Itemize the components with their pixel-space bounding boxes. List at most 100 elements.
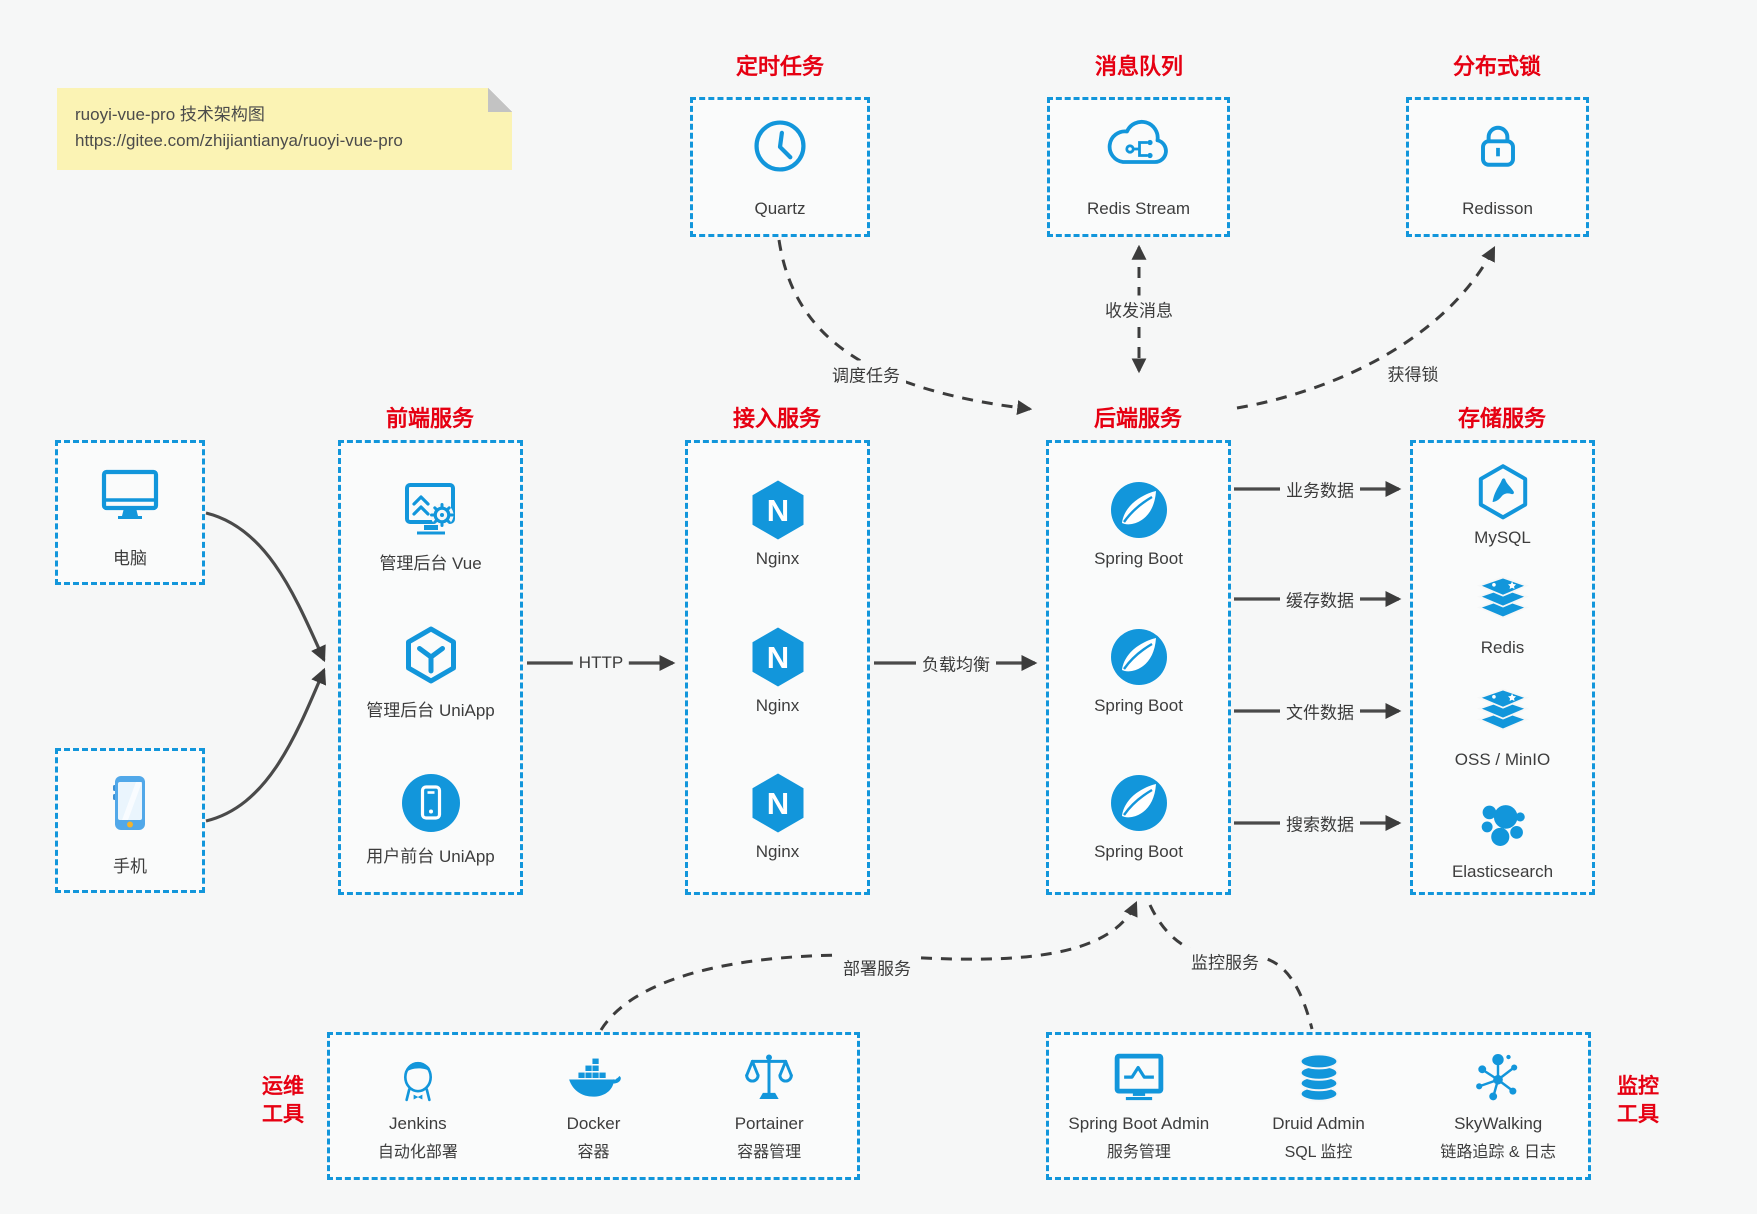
edge-label-business-data: 业务数据 [1280, 475, 1360, 503]
node-label-portainer: Portainer [734, 1114, 804, 1133]
spring-boot-admin-icon [1114, 1053, 1164, 1101]
elasticsearch-icon [1481, 805, 1525, 846]
node-nginx-2: N Nginx [688, 625, 867, 716]
monitor-title-line2: 工具 [1617, 1103, 1659, 1126]
edge-label-monitor-service: 监控服务 [1185, 947, 1265, 975]
box-redis-stream: Redis Stream [1047, 97, 1230, 237]
nginx-icon: N [752, 480, 803, 540]
lock-icon [1480, 125, 1515, 167]
edge-label-search-data: 搜索数据 [1280, 809, 1360, 837]
edge-label-acquire-lock: 获得锁 [1381, 359, 1445, 387]
uniapp-icon [405, 626, 456, 684]
jenkins-icon [403, 1061, 432, 1102]
node-sublabel-spring-boot-admin: 服务管理 [1106, 1144, 1171, 1161]
edge-label-message-exchange: 收发消息 [1099, 295, 1179, 323]
node-label-nginx-3: Nginx [755, 842, 800, 861]
mysql-icon [1478, 464, 1527, 520]
node-druid-admin: Druid Admin SQL 监控 [1229, 1050, 1409, 1162]
node-nginx-3: N Nginx [688, 771, 867, 862]
node-docker: Docker 容器 [506, 1050, 682, 1162]
node-label-oss-minio: OSS / MinIO [1454, 750, 1551, 769]
box-storage-services: MySQL Redis [1410, 440, 1595, 895]
box-phone-client: 手机 [55, 748, 205, 893]
box-desktop-client: 电脑 [55, 440, 205, 585]
node-spring-boot-3: Spring Boot [1049, 771, 1228, 862]
edge-label-deploy-service: 部署服务 [837, 953, 917, 981]
edge-label-file-data: 文件数据 [1280, 697, 1360, 725]
oss-icon [1476, 688, 1529, 731]
node-nginx-1: N Nginx [688, 478, 867, 569]
group-title-distributed-lock: 分布式锁 [1452, 54, 1542, 79]
arrow-desktop-to-frontend [205, 511, 326, 663]
edge-label-load-balance: 负载均衡 [916, 649, 996, 677]
nginx-icon: N [752, 627, 803, 687]
node-user-uniapp: 用户前台 UniApp [341, 771, 520, 867]
node-label-skywalking: SkyWalking [1454, 1114, 1543, 1133]
spring-icon [1110, 629, 1167, 685]
ops-title-line1: 运维 [262, 1075, 304, 1098]
group-title-ops-tools: 运维 工具 [262, 1073, 304, 1129]
phone-icon [113, 776, 145, 830]
node-spring-boot-admin: Spring Boot Admin 服务管理 [1049, 1050, 1229, 1162]
docker-icon [568, 1058, 621, 1097]
sticky-note: ruoyi-vue-pro 技术架构图 https://gitee.com/zh… [57, 88, 512, 170]
node-portainer: Portainer 容器管理 [681, 1050, 857, 1162]
group-title-backend: 后端服务 [1093, 406, 1183, 431]
node-label-elasticsearch: Elasticsearch [1451, 862, 1554, 881]
node-sublabel-jenkins: 自动化部署 [377, 1144, 458, 1161]
node-label-user-uniapp: 用户前台 UniApp [366, 847, 495, 866]
edge-label-cache-data: 缓存数据 [1280, 585, 1360, 613]
group-title-monitor-tools: 监控 工具 [1617, 1073, 1659, 1129]
node-label-redis: Redis [1480, 638, 1525, 657]
svg-text:N: N [766, 493, 788, 528]
node-label-jenkins: Jenkins [389, 1114, 447, 1133]
node-label-spring-3: Spring Boot [1094, 842, 1183, 861]
node-spring-boot-2: Spring Boot [1049, 625, 1228, 716]
node-label-docker: Docker [566, 1114, 621, 1133]
spring-icon [1110, 775, 1167, 831]
node-label-spring-2: Spring Boot [1094, 696, 1183, 715]
node-skywalking: SkyWalking 链路追踪 & 日志 [1408, 1050, 1588, 1162]
box-quartz: Quartz [690, 97, 870, 237]
node-label-desktop: 电脑 [113, 549, 147, 568]
skywalking-icon [1476, 1053, 1518, 1101]
node-oss-minio: OSS / MinIO [1413, 685, 1592, 770]
group-title-storage: 存储服务 [1457, 406, 1547, 431]
admin-vue-icon [404, 483, 455, 535]
node-label-phone: 手机 [113, 857, 147, 876]
node-jenkins: Jenkins 自动化部署 [330, 1050, 506, 1162]
note-url: https://gitee.com/zhijiantianya/ruoyi-vu… [75, 131, 403, 150]
group-title-frontend: 前端服务 [385, 406, 475, 431]
clock-icon [754, 120, 806, 172]
node-admin-vue: 管理后台 Vue [341, 478, 520, 574]
node-sublabel-portainer: 容器管理 [737, 1144, 802, 1161]
node-label-admin-vue: 管理后台 Vue [379, 554, 482, 573]
node-label-redisson: Redisson [1462, 199, 1533, 218]
box-frontend-services: 管理后台 Vue 管理后台 UniApp 用户前台 UniApp [338, 440, 523, 895]
group-title-message-queue: 消息队列 [1094, 54, 1184, 79]
node-admin-uniapp: 管理后台 UniApp [341, 625, 520, 721]
box-monitor-tools: Spring Boot Admin 服务管理 Druid Admin SQL 监… [1046, 1032, 1591, 1180]
note-fold-corner [488, 88, 512, 112]
arrow-acquire-lock [1236, 246, 1496, 410]
node-label-nginx-1: Nginx [755, 549, 800, 568]
cloud-stream-icon [1107, 119, 1168, 164]
desktop-icon [101, 469, 159, 519]
edge-label-schedule-task: 调度任务 [826, 360, 906, 388]
edge-label-http: HTTP [572, 652, 630, 674]
monitor-title-line1: 监控 [1617, 1075, 1659, 1098]
node-label-spring-1: Spring Boot [1094, 549, 1183, 568]
user-app-icon [401, 774, 460, 832]
box-redisson: Redisson [1406, 97, 1589, 237]
box-gateway-services: N Nginx N Nginx N Nginx [685, 440, 870, 895]
redis-icon [1476, 576, 1529, 619]
node-redis: Redis [1413, 573, 1592, 658]
nginx-icon: N [752, 773, 803, 833]
node-sublabel-skywalking: 链路追踪 & 日志 [1440, 1144, 1556, 1161]
ops-title-line2: 工具 [262, 1103, 304, 1126]
arrow-phone-to-frontend [205, 667, 327, 823]
portainer-icon [745, 1054, 793, 1099]
spring-icon [1110, 482, 1167, 538]
group-title-gateway: 接入服务 [732, 406, 822, 431]
node-label-spring-boot-admin: Spring Boot Admin [1068, 1114, 1210, 1133]
